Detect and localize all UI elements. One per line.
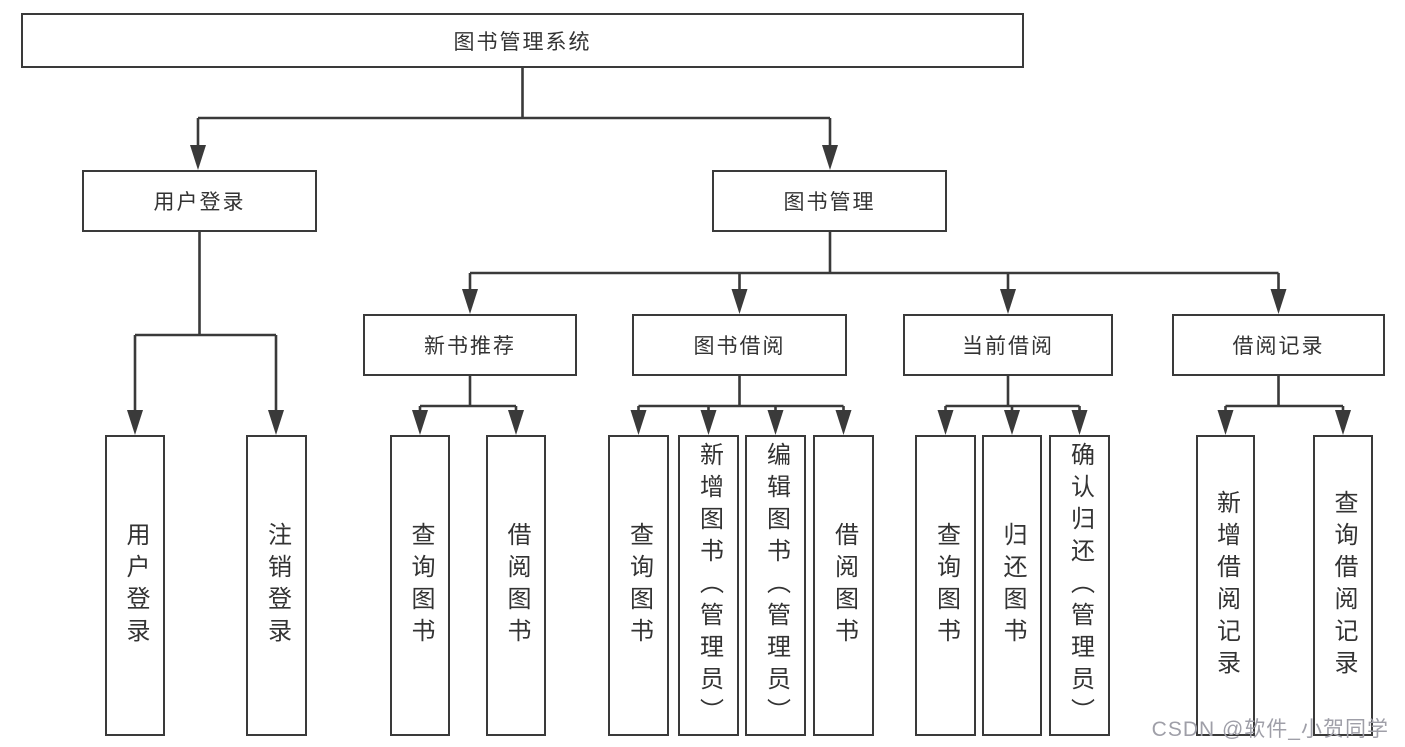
leaf-label: 用户登录 [122, 521, 149, 650]
arrowhead-icon [822, 145, 838, 170]
node-leaf-user-login: 用户登录 [105, 435, 165, 736]
leaf-label: 编辑图书（管理员） [762, 441, 790, 730]
node-new-book-recommendation: 新书推荐 [363, 314, 577, 376]
node-book-management: 图书管理 [712, 170, 947, 232]
leaf-label: 查询图书 [932, 521, 960, 650]
node-leaf-query-books-current: 查询图书 [915, 435, 976, 736]
arrowhead-icon [700, 410, 717, 435]
leaf-label: 新增借阅记录 [1212, 489, 1240, 682]
leaf-label: 借阅图书 [503, 521, 530, 650]
node-leaf-borrow-books-recommendation: 借阅图书 [486, 435, 546, 736]
leaf-label: 查询借阅记录 [1330, 489, 1357, 682]
node-leaf-confirm-return-admin: 确认归还（管理员） [1049, 435, 1110, 736]
arrowhead-icon [1270, 289, 1287, 314]
leaf-label: 查询图书 [625, 521, 653, 650]
arrowhead-icon [462, 289, 478, 314]
node-leaf-query-books-recommendation: 查询图书 [390, 435, 450, 736]
arrowhead-icon [127, 410, 143, 435]
connector-current-borrowing-to-leaves [937, 376, 1088, 435]
arrowhead-icon [1071, 410, 1088, 435]
connector-user-login-to-leaves [127, 232, 284, 435]
arrowhead-icon [508, 410, 524, 435]
connector-root-to-level2 [190, 68, 838, 170]
node-leaf-add-borrowing-record: 新增借阅记录 [1196, 435, 1255, 736]
connector-book-management-to-level3 [462, 232, 1287, 314]
leaf-label: 查询图书 [407, 521, 434, 650]
arrowhead-icon [268, 410, 284, 435]
arrowhead-icon [731, 289, 748, 314]
node-leaf-query-borrowing-record: 查询借阅记录 [1313, 435, 1373, 736]
arrowhead-icon [937, 410, 954, 435]
arrowhead-icon [1004, 410, 1020, 435]
connector-borrowing-records-to-leaves [1217, 376, 1351, 435]
arrowhead-icon [767, 410, 784, 435]
csdn-watermark: CSDN @软件_小贺同学 [1151, 718, 1389, 741]
node-book-borrowing: 图书借阅 [632, 314, 847, 376]
leaf-label: 借阅图书 [830, 521, 858, 650]
arrowhead-icon [835, 410, 852, 435]
node-leaf-edit-books-admin: 编辑图书（管理员） [745, 435, 806, 736]
connector-book-borrowing-to-leaves [630, 376, 852, 435]
node-leaf-logout: 注销登录 [246, 435, 307, 736]
arrowhead-icon [190, 145, 206, 170]
node-leaf-add-books-admin: 新增图书（管理员） [678, 435, 739, 736]
node-leaf-borrow-books-borrowing: 借阅图书 [813, 435, 874, 736]
leaf-label: 注销登录 [263, 521, 291, 650]
connector-new-book-recommendation-to-leaves [412, 376, 524, 435]
node-current-borrowing: 当前借阅 [903, 314, 1113, 376]
arrowhead-icon [1335, 410, 1351, 435]
node-book-management-system: 图书管理系统 [21, 13, 1024, 68]
arrowhead-icon [630, 410, 647, 435]
node-leaf-return-books: 归还图书 [982, 435, 1042, 736]
arrowhead-icon [1217, 410, 1234, 435]
arrowhead-icon [412, 410, 428, 435]
arrowhead-icon [1000, 289, 1016, 314]
node-leaf-query-books-borrowing: 查询图书 [608, 435, 669, 736]
node-borrowing-records: 借阅记录 [1172, 314, 1385, 376]
leaf-label: 新增图书（管理员） [695, 441, 723, 730]
leaf-label: 归还图书 [999, 521, 1026, 650]
node-user-login: 用户登录 [82, 170, 317, 232]
leaf-label: 确认归还（管理员） [1066, 441, 1094, 730]
